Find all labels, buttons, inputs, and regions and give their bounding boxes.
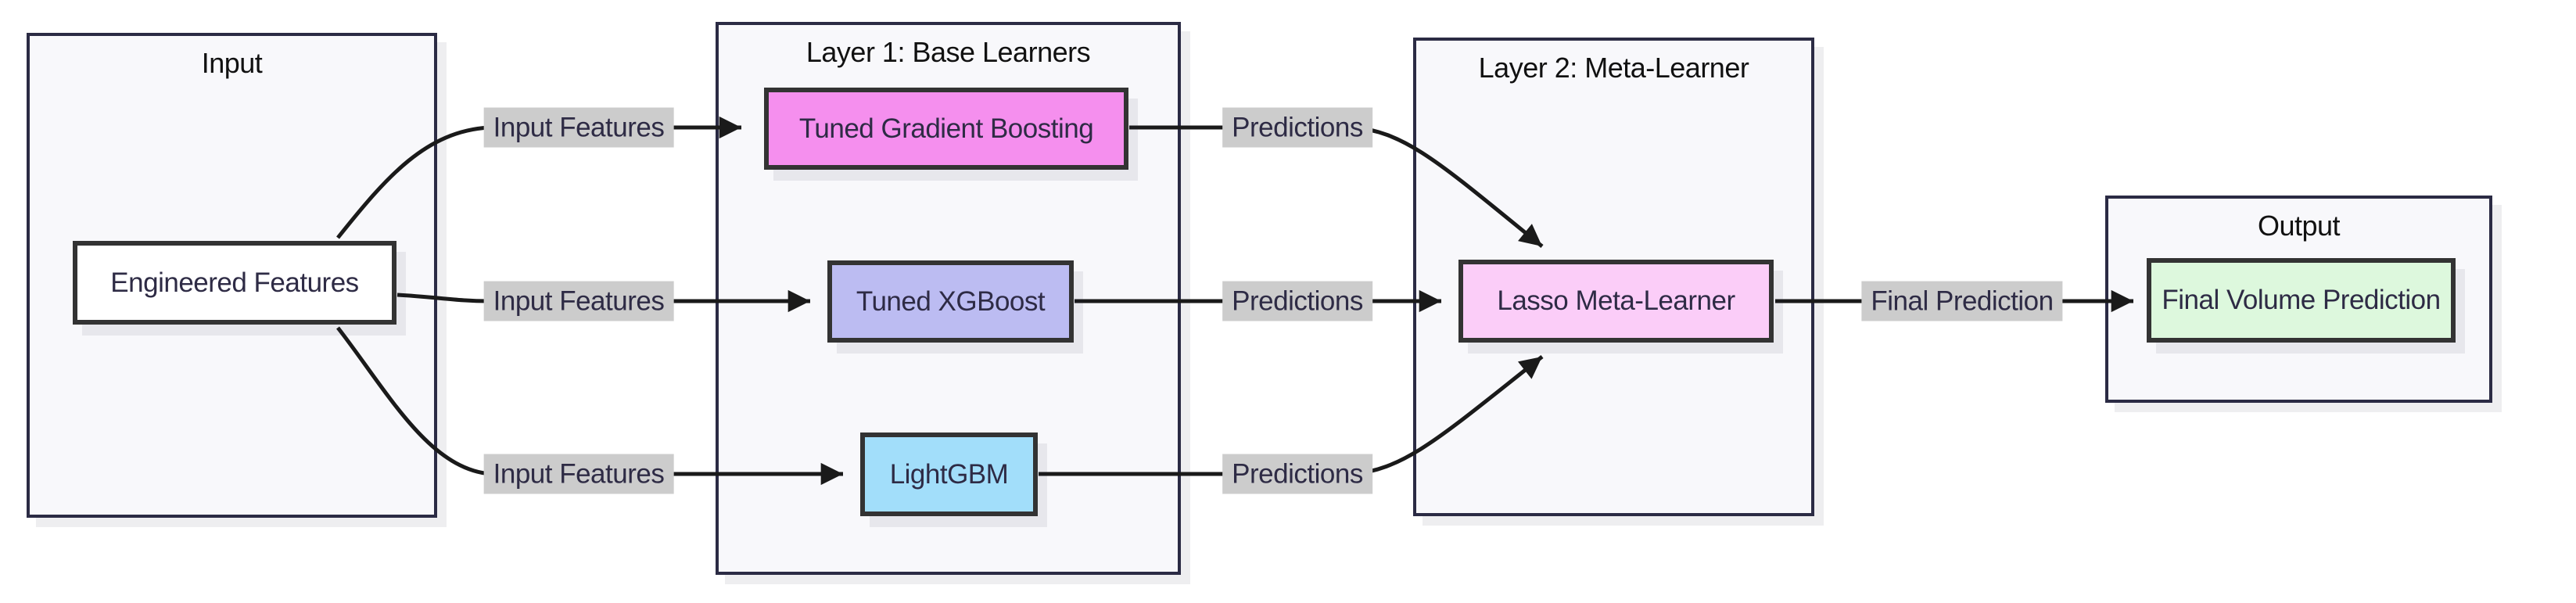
edge-label-predictions-2: Predictions [1222,281,1372,321]
edge-label-final-prediction: Final Prediction [1861,281,2063,321]
edge-label-input-features-3: Input Features [483,454,674,494]
edge-label-predictions-3: Predictions [1222,454,1372,494]
cluster-layer1-title: Layer 1: Base Learners [805,36,1091,68]
cluster-output-title: Output [2257,210,2341,242]
node-tuned-xgboost: Tuned XGBoost [827,260,1074,343]
cluster-input-title: Input [201,47,263,79]
edge-label-input-features-1: Input Features [483,107,674,148]
cluster-layer2-title: Layer 2: Meta-Learner [1478,52,1749,84]
node-lasso-meta-learner: Lasso Meta-Learner [1458,260,1774,343]
node-lightgbm: LightGBM [860,433,1038,516]
edge-ef-to-lgbm [336,326,843,486]
node-engineered-features: Engineered Features [73,241,396,325]
edge-label-predictions-1: Predictions [1222,107,1372,148]
edge-label-input-features-2: Input Features [483,281,674,321]
node-final-volume-prediction: Final Volume Prediction [2147,258,2456,343]
node-tuned-gradient-boosting: Tuned Gradient Boosting [764,88,1128,170]
edge-ef-to-tgb [336,116,741,239]
